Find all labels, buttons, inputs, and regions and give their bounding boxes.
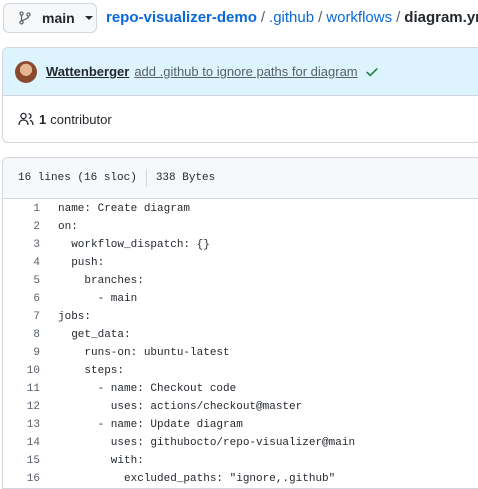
code-line: 5 branches: <box>3 272 478 290</box>
contributor-count: 1 <box>39 111 47 127</box>
line-number[interactable]: 9 <box>33 347 40 359</box>
commit-author-link[interactable]: Wattenberger <box>46 64 130 79</box>
code-text: excluded_paths: "ignore,.github" <box>58 473 336 485</box>
line-number[interactable]: 15 <box>26 455 40 467</box>
code-line: 14 uses: githubocto/repo-visualizer@main <box>3 434 478 452</box>
code-line: 11 - name: Checkout code <box>3 380 478 398</box>
file-info-divider <box>145 169 147 187</box>
file-info-header: 16 lines (16 sloc) 338 Bytes <box>3 158 478 199</box>
line-number[interactable]: 8 <box>33 329 40 341</box>
breadcrumb-separator: / <box>396 9 401 26</box>
line-number[interactable]: 11 <box>26 383 40 395</box>
breadcrumb: repo-visualizer-demo/.github/workflows/d… <box>106 9 478 26</box>
code-text: - name: Update diagram <box>58 419 243 431</box>
breadcrumb-github-folder-link[interactable]: .github <box>269 9 315 26</box>
code-text: push: <box>58 257 105 269</box>
line-number[interactable]: 12 <box>26 401 40 413</box>
code-text: name: Create diagram <box>58 203 191 215</box>
author-avatar[interactable] <box>15 60 37 83</box>
code-text: uses: actions/checkout@master <box>58 401 303 413</box>
code-line: 3 workflow_dispatch: {} <box>3 236 478 254</box>
branch-selector-button[interactable]: main <box>3 3 97 33</box>
code-line: 8 get_data: <box>3 326 478 344</box>
code-text: workflow_dispatch: {} <box>58 239 210 251</box>
code-line: 6 - main <box>3 290 478 308</box>
latest-commit-header: Wattenberger add .github to ignore paths… <box>3 48 478 96</box>
line-number[interactable]: 10 <box>26 365 40 377</box>
code-line: 2 on: <box>3 218 478 236</box>
chevron-down-icon <box>84 16 93 20</box>
line-number[interactable]: 2 <box>33 221 40 233</box>
line-number[interactable]: 5 <box>33 275 40 287</box>
code-text: get_data: <box>58 329 131 341</box>
code-line: 7 jobs: <box>3 308 478 326</box>
branch-name: main <box>42 10 75 26</box>
code-text: on: <box>58 221 78 233</box>
code-text: branches: <box>58 275 144 287</box>
commit-message-link[interactable]: add .github to ignore paths for diagram <box>134 64 358 79</box>
code-text: runs-on: ubuntu-latest <box>58 347 230 359</box>
code-text: steps: <box>58 365 125 377</box>
latest-commit-box: Wattenberger add .github to ignore paths… <box>2 47 478 143</box>
line-number[interactable]: 13 <box>26 419 40 431</box>
file-viewer: 16 lines (16 sloc) 338 Bytes 1 name: Crea… <box>2 157 478 489</box>
line-number[interactable]: 3 <box>33 239 40 251</box>
code-view: 1 name: Create diagram 2 on: 3 workflow_disp… <box>3 199 478 488</box>
code-text: - name: Checkout code <box>58 383 237 395</box>
code-text: with: <box>58 455 144 467</box>
breadcrumb-repo-link[interactable]: repo-visualizer-demo <box>106 9 257 26</box>
line-number[interactable]: 16 <box>26 473 40 485</box>
file-size: 338 Bytes <box>155 172 216 184</box>
code-line: 13 - name: Update diagram <box>3 416 478 434</box>
people-icon <box>18 112 34 126</box>
code-text: uses: githubocto/repo-visualizer@main <box>58 437 356 449</box>
line-number[interactable]: 14 <box>26 437 40 449</box>
code-text: - main <box>58 293 138 305</box>
check-icon[interactable] <box>365 65 379 79</box>
code-line: 12 uses: actions/checkout@master <box>3 398 478 416</box>
code-line: 15 with: <box>3 452 478 470</box>
breadcrumb-workflows-folder-link[interactable]: workflows <box>326 9 393 26</box>
code-line: 1 name: Create diagram <box>3 200 478 218</box>
code-line: 9 runs-on: ubuntu-latest <box>3 344 478 362</box>
breadcrumb-current-file: diagram.yml <box>404 9 478 26</box>
code-line: 10 steps: <box>3 362 478 380</box>
contributors-row[interactable]: 1 contributor <box>3 96 478 142</box>
breadcrumb-separator: / <box>260 9 266 26</box>
code-line: 4 push: <box>3 254 478 272</box>
file-navigation-bar: main repo-visualizer-demo/.github/workfl… <box>0 0 478 36</box>
line-number[interactable]: 1 <box>33 203 40 215</box>
line-number[interactable]: 4 <box>33 257 40 269</box>
line-number[interactable]: 7 <box>33 311 40 323</box>
line-number[interactable]: 6 <box>33 293 40 305</box>
breadcrumb-separator: / <box>318 9 323 26</box>
code-line: 16 excluded_paths: "ignore,.github" <box>3 470 478 488</box>
git-branch-icon <box>19 11 31 25</box>
file-line-count: 16 lines (16 sloc) <box>18 172 137 184</box>
code-text: jobs: <box>58 311 92 323</box>
contributor-label: contributor <box>50 111 112 127</box>
